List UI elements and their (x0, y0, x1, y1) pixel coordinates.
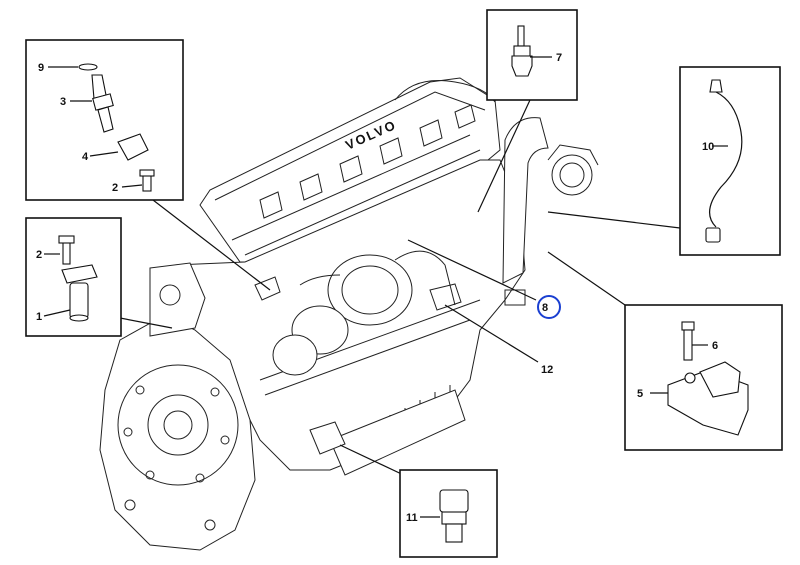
callout-3: 3 (60, 96, 66, 108)
callout-4: 4 (82, 151, 89, 163)
callout-1: 1 (36, 311, 42, 323)
callout-2-left: 2 (36, 249, 42, 261)
callout-12: 12 (541, 364, 553, 376)
callout-box-control-module: 6 5 (624, 304, 783, 451)
callout-box-exhaust-sensor: 10 (679, 66, 781, 256)
callout-10: 11 (406, 512, 418, 524)
leader-lines (119, 99, 681, 479)
callout-11-marker[interactable]: 8 (537, 295, 561, 319)
callout-9: 10 (702, 141, 714, 153)
engine-illustration: VOLVO (99, 77, 599, 551)
callout-box-temp-sensor: 7 (486, 9, 578, 101)
callout-8: 9 (38, 62, 44, 74)
callout-6: 6 (712, 340, 718, 352)
callout-2-top: 2 (112, 182, 118, 194)
callout-box-pressure-sensor: 11 (399, 469, 498, 558)
callout-7: 7 (556, 52, 562, 64)
callout-5: 5 (637, 388, 643, 400)
callout-box-thermostat-sensor: 9 3 4 2 (25, 39, 184, 201)
callout-box-speed-sensor: 2 1 (25, 217, 122, 337)
callout-11: 8 (542, 302, 548, 314)
